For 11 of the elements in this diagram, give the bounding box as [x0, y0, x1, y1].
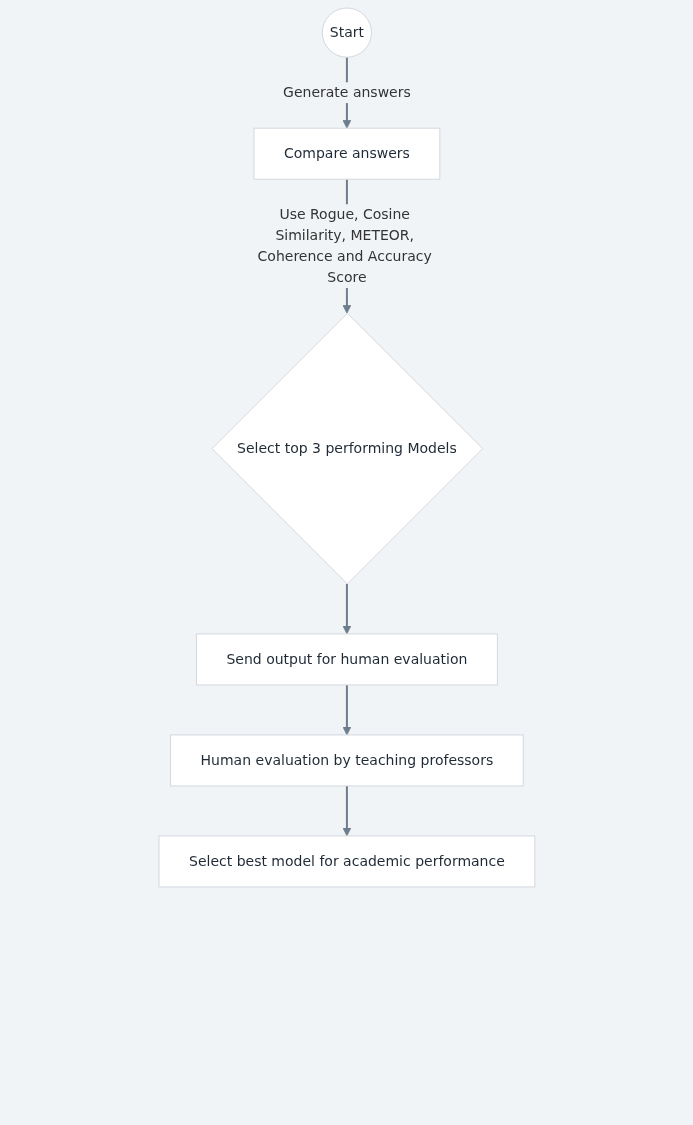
node-box: Select best model for academic performance [158, 835, 535, 888]
node-diamond: Select top 3 performing Models [211, 312, 483, 585]
node-box: Send output for human evaluation [195, 633, 498, 686]
edge-label: Use Rogue, Cosine Similarity, METEOR, Coherence and Accuracy Score [257, 206, 432, 286]
edge-label: Generate answers [282, 84, 411, 101]
node-box: Human evaluation by teaching professors [169, 734, 524, 787]
arrow [342, 683, 351, 736]
node-circle: Start [321, 7, 372, 58]
node-box: Compare answers [253, 127, 440, 180]
arrow [342, 582, 351, 635]
arrow [342, 784, 351, 837]
